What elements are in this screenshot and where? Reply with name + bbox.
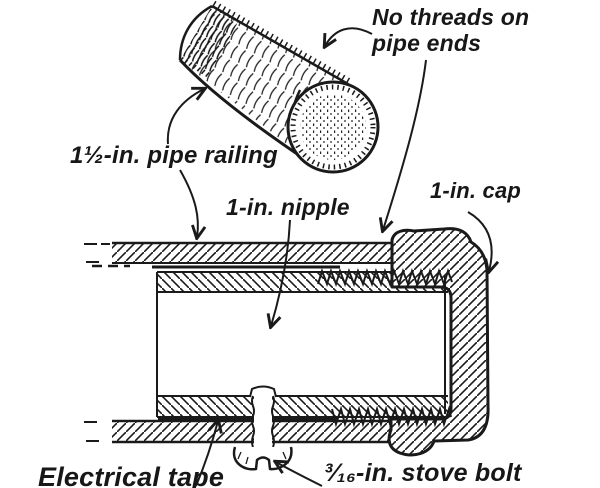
label-stove-bolt: ³⁄₁₆-in. stove bolt [324, 459, 522, 487]
label-pipe-railing: 1½-in. pipe railing [70, 142, 278, 169]
label-nipple: 1-in. nipple [226, 194, 350, 220]
label-no-threads-line1: No threads on [372, 4, 530, 30]
cross-section-sketch [84, 227, 490, 471]
label-cap: 1-in. cap [430, 178, 522, 203]
leader-arrows [166, 27, 492, 487]
cap-shape [387, 227, 490, 457]
label-no-threads-line2: pipe ends [372, 29, 482, 56]
pipe-3d-sketch [178, 0, 380, 174]
label-electrical-tape: Electrical tape [38, 462, 225, 488]
label-no-threads: No threads on pipe ends [372, 4, 530, 57]
